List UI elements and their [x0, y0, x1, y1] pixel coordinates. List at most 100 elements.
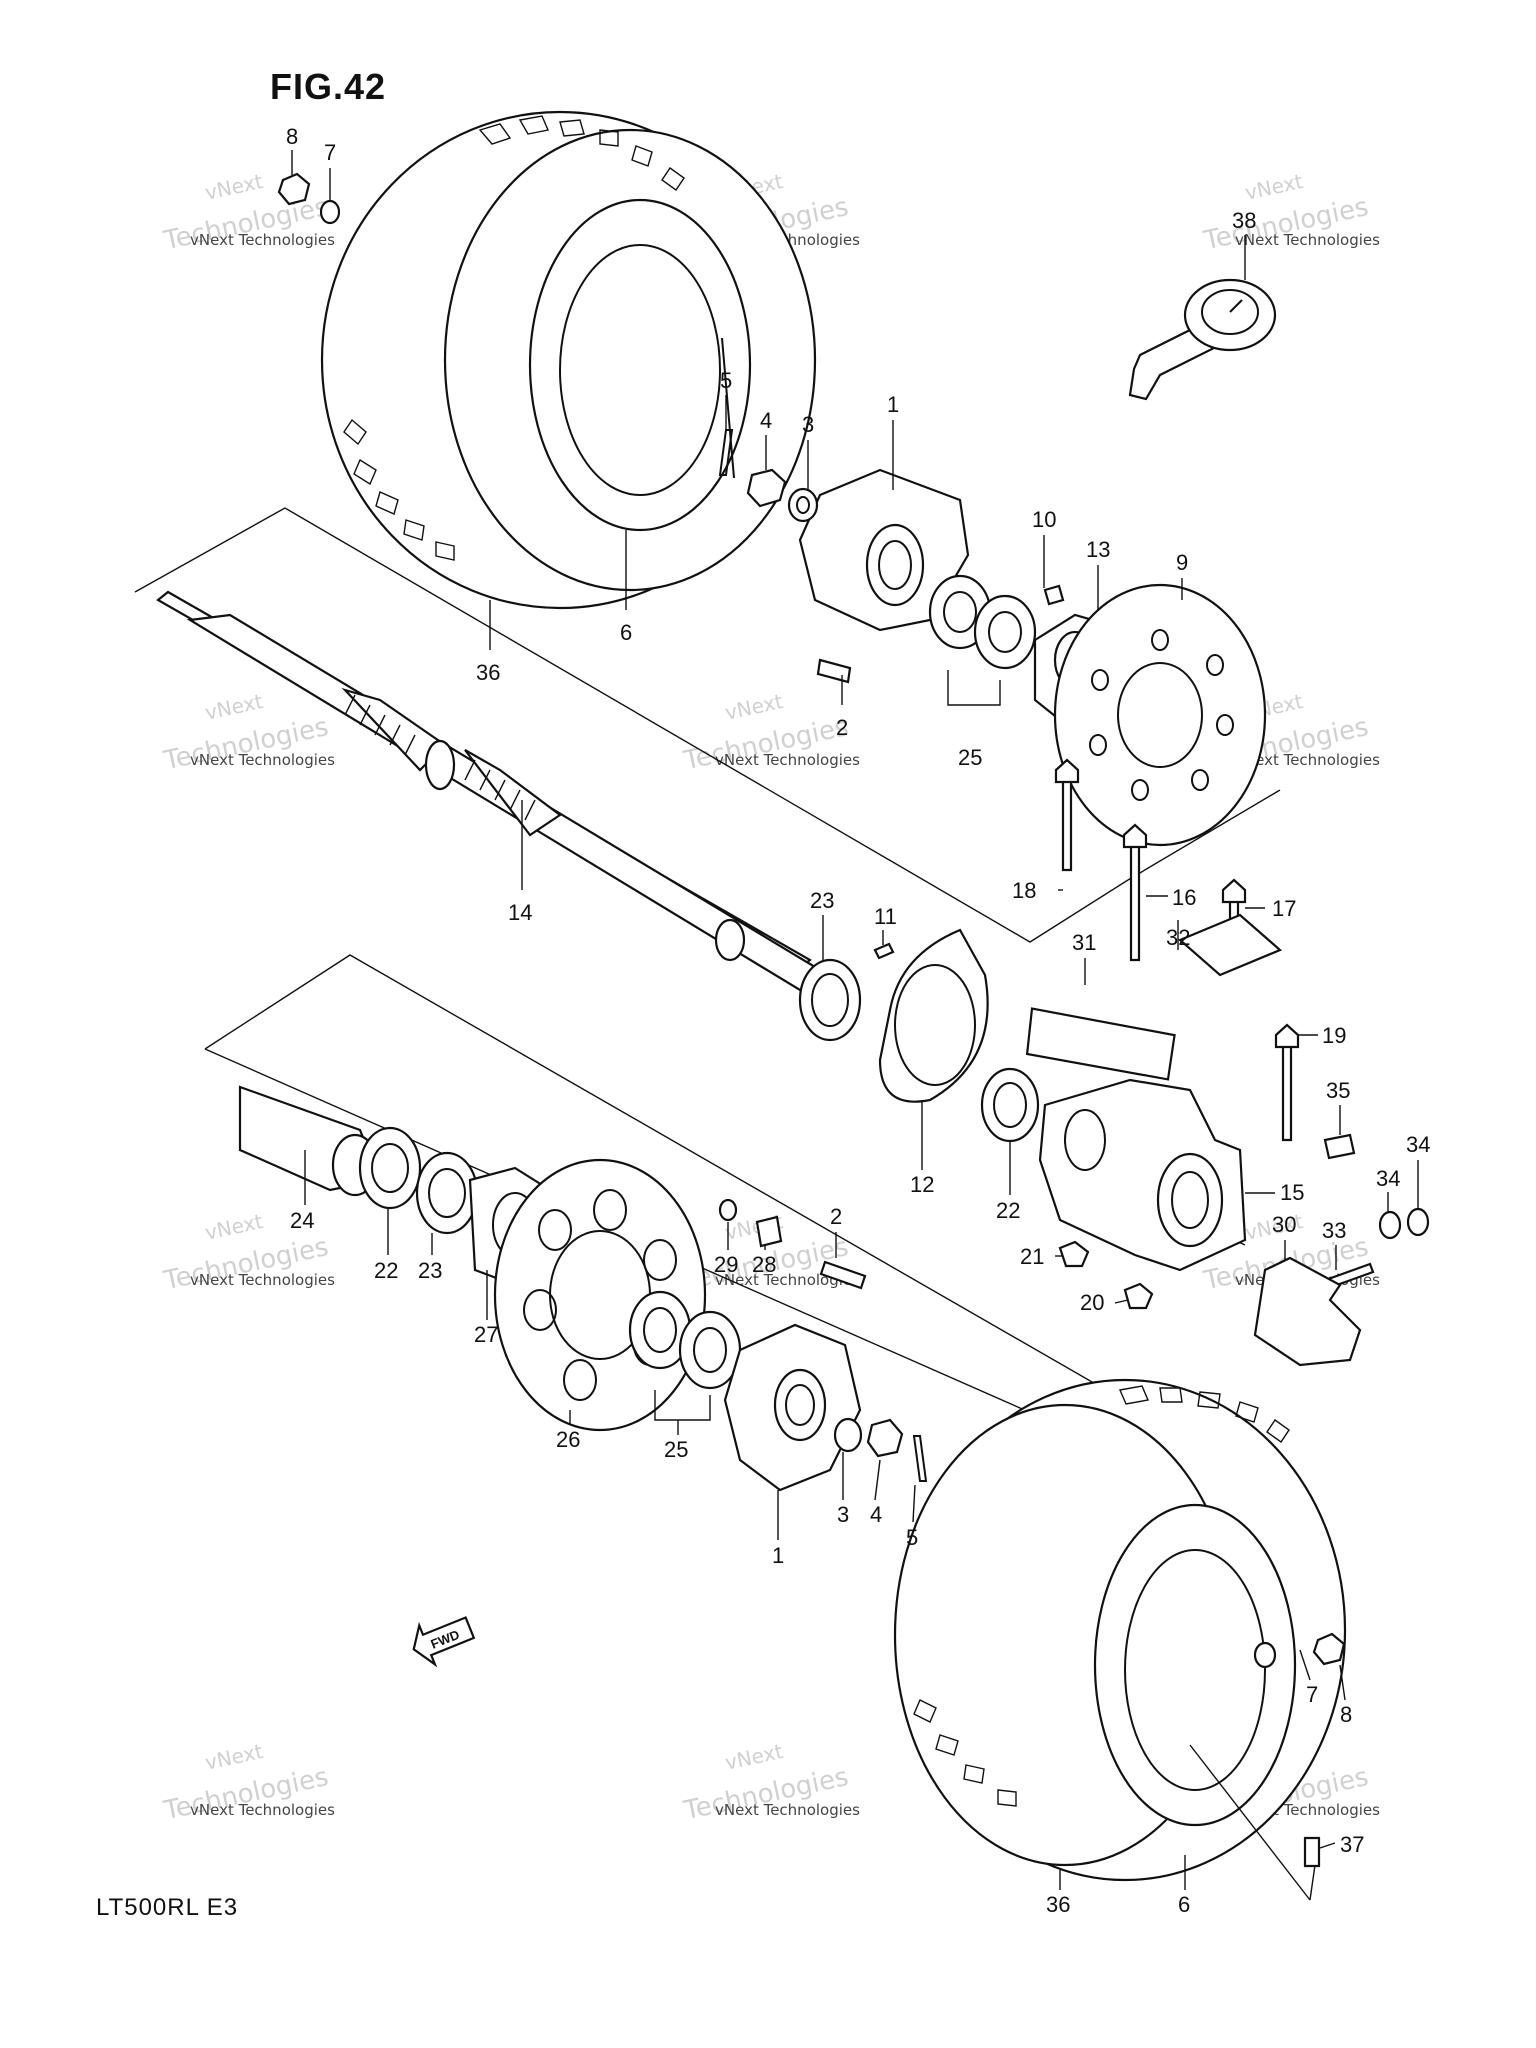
callout-38: 38: [1232, 208, 1256, 233]
callout-2-lower: 2: [830, 1204, 842, 1229]
callout-3: 3: [802, 412, 814, 437]
lower-wheel-nut-8: [1312, 1632, 1346, 1666]
lower-hub-center: [773, 1368, 827, 1442]
callout-28: 28: [752, 1252, 776, 1277]
axle-collar: [424, 739, 456, 791]
callout-37: 37: [1340, 1832, 1364, 1857]
callout-14: 14: [508, 900, 532, 925]
callout-26: 26: [556, 1427, 580, 1452]
adjuster-parts: [1253, 1133, 1430, 1367]
rear-axle: [156, 590, 822, 992]
callout-7: 7: [324, 140, 336, 165]
bolt-28: [755, 1215, 783, 1248]
callout-6-lower: 6: [1178, 1892, 1190, 1917]
seal-22-left: [358, 1126, 422, 1210]
callout-32: 32: [1166, 925, 1190, 950]
bolt-17-head: [1221, 878, 1247, 904]
lower-rim-inner: [1124, 1549, 1266, 1791]
bolt-16-head: [1122, 823, 1148, 849]
chain-guard-12: [878, 928, 989, 1103]
bearing-group-bracket-upper: [947, 670, 1001, 706]
callout-16: 16: [1172, 885, 1196, 910]
disc-hub-bolt: [1043, 584, 1065, 606]
watermark-caption: vNext Technologies: [190, 751, 335, 769]
axle-carrier-15: [1038, 1078, 1247, 1310]
callout-5-lower: 5: [906, 1525, 918, 1550]
callout-35: 35: [1326, 1078, 1350, 1103]
watermark-caption: vNext Technologies: [715, 1801, 860, 1819]
watermark-caption: vNext Technologies: [190, 1801, 335, 1819]
callout-21: 21: [1020, 1244, 1044, 1269]
upper-seal-23-bore: [811, 973, 849, 1027]
callout-25-lower: 25: [664, 1437, 688, 1462]
watermark-caption: vNext Technologies: [1235, 751, 1380, 769]
upper-wheel-washer-7: [319, 199, 341, 225]
lower-cotter-pin: [912, 1435, 928, 1482]
lower-castle-nut: [866, 1418, 904, 1458]
upper-tire-valve-guide: [721, 337, 735, 479]
watermark-caption: vNext Technologies: [1235, 231, 1380, 249]
gauge-needle: [1229, 299, 1243, 313]
chain-guard-12-ring: [894, 964, 976, 1086]
leader-lines: [291, 150, 1419, 1890]
callout-8-lower: 8: [1340, 1702, 1352, 1727]
callout-34-right: 34: [1406, 1132, 1430, 1157]
tire-pressure-gauge: [1128, 278, 1277, 401]
callout-34-left: 34: [1376, 1166, 1400, 1191]
upper-castle-nut: [746, 468, 787, 508]
carrier-bore-right-inner: [1171, 1171, 1209, 1229]
callout-8: 8: [286, 124, 298, 149]
callout-23-lower: 23: [418, 1258, 442, 1283]
fwd-arrow-shape: [412, 1616, 476, 1668]
nut-20: [1123, 1282, 1154, 1310]
plate-32: [1177, 913, 1283, 977]
callout-22-right: 22: [996, 1198, 1020, 1223]
callout-33: 33: [1322, 1218, 1346, 1243]
bolt-18-head: [1054, 758, 1080, 784]
callout-4: 4: [760, 408, 772, 433]
lower-tire-assembly: [893, 1378, 1347, 1901]
carrier-bore-left: [1064, 1109, 1106, 1171]
bolt-16-shank: [1129, 833, 1141, 962]
lower-hub-assembly: [628, 1290, 928, 1492]
upper-rim-outer: [528, 198, 752, 532]
watermark-text-vnext: vNext: [723, 689, 785, 725]
seal-and-guard: [798, 928, 1040, 1143]
model-code: LT500RL E3: [96, 1894, 239, 1921]
nut-34a: [1406, 1207, 1430, 1237]
upper-hub-bore: [878, 540, 912, 590]
figure-title: FIG.42: [270, 66, 387, 107]
callout-22-left: 22: [374, 1258, 398, 1283]
upper-washer-hole: [796, 496, 810, 514]
brake-disc: [1053, 583, 1267, 847]
callout-19: 19: [1322, 1023, 1346, 1048]
forward-arrow: FWD: [412, 1616, 476, 1668]
callout-12: 12: [910, 1172, 934, 1197]
callout-25: 25: [958, 745, 982, 770]
upper-hub-bolt: [816, 658, 852, 684]
watermark-text-vnext: vNext: [203, 1209, 265, 1245]
spring-35: [1323, 1133, 1356, 1160]
bearing-group-bracket-lower: [654, 1390, 711, 1421]
watermark-text-vnext: vNext: [203, 1739, 265, 1775]
bracket-30: [1253, 1256, 1362, 1367]
callout-1: 1: [887, 392, 899, 417]
bearing-23-left-bore: [428, 1168, 466, 1218]
valve-guide-line-b: [1309, 1864, 1316, 1901]
callout-23-upper: 23: [810, 888, 834, 913]
bolt-19-shank: [1281, 1033, 1293, 1142]
carrier-bore-right: [1156, 1152, 1224, 1248]
upper-bearing-b-bore: [988, 611, 1022, 653]
nut-34b: [1378, 1210, 1402, 1240]
callout-20: 20: [1080, 1290, 1104, 1315]
seal-22-left-bore: [371, 1143, 409, 1193]
upper-bracket-tail: [1127, 789, 1281, 881]
right-seal-22: [980, 1067, 1040, 1143]
lower-hub-bore: [785, 1384, 815, 1426]
watermark-text-vnext: vNext: [203, 169, 265, 205]
upper-wheel-nut-8: [277, 172, 311, 206]
upper-rim-inner: [559, 244, 721, 496]
bolt-2-lower: [819, 1260, 867, 1290]
callout-labels: 8 7 5 4 3 1 6 36 2 25 10 13 9 38 14 18 1…: [286, 124, 1430, 1917]
